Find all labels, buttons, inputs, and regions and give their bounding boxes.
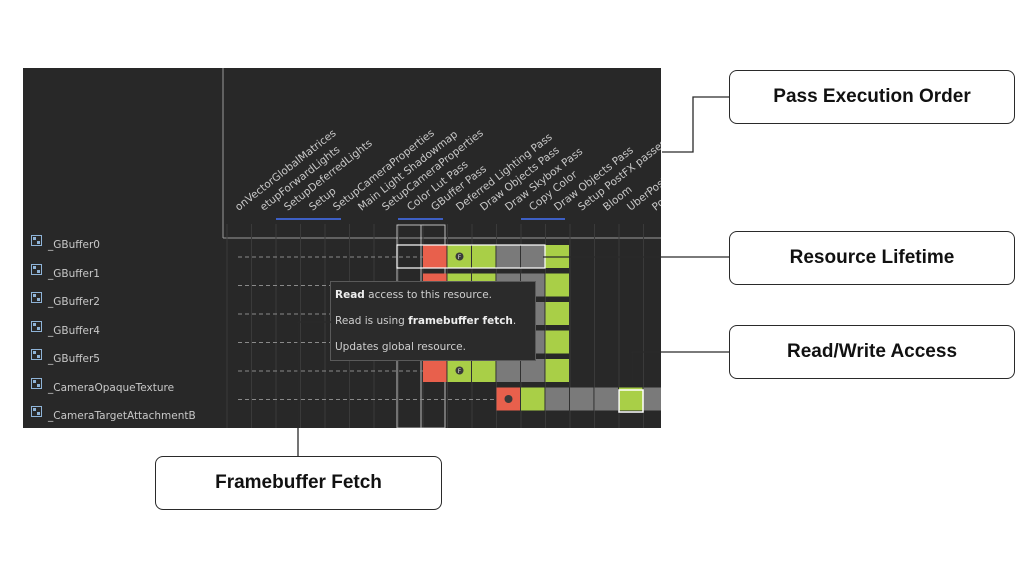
fetch-glyph: F (458, 368, 462, 375)
access-cell-read (545, 359, 569, 382)
texture-icon (31, 235, 42, 251)
texture-icon (31, 320, 42, 336)
fetch-glyph: F (458, 254, 462, 261)
access-cell-read (521, 387, 545, 411)
resource-row[interactable]: _GBuffer5 (31, 349, 100, 369)
access-cell-unused (521, 359, 545, 382)
access-cell-read (545, 302, 569, 325)
access-cell-read (472, 359, 496, 382)
access-cell-read (472, 245, 496, 268)
global-icon (504, 395, 513, 403)
resource-name: _CameraTargetAttachmentB (48, 410, 196, 422)
resource-name: _CameraOpaqueTexture (48, 381, 175, 394)
resource-name: _GBuffer0 (48, 239, 100, 251)
access-cell-read (619, 387, 643, 411)
resource-name: _GBuffer5 (48, 353, 100, 365)
access-cell-unused (545, 387, 569, 411)
callout-pass-execution-order: Pass Execution Order (729, 70, 1015, 124)
access-cell-read (545, 330, 569, 354)
connector-readwrite (631, 351, 729, 381)
access-cell-unused (521, 245, 545, 268)
access-cell-write (423, 245, 447, 268)
access-cell-write (423, 359, 447, 382)
texture-icon (31, 377, 42, 393)
resource-name: _GBuffer4 (48, 324, 100, 337)
access-tooltip: Read access to this resource. Read is us… (330, 281, 536, 361)
texture-icon (31, 263, 42, 279)
texture-icon (31, 292, 42, 308)
access-cell-unused (643, 387, 661, 411)
resource-row[interactable]: _CameraOpaqueTexture (31, 377, 175, 398)
resource-name: _GBuffer2 (48, 296, 100, 308)
callout-read-write-access: Read/Write Access (729, 325, 1015, 379)
texture-icon (31, 349, 42, 365)
access-cell-unused (570, 387, 594, 411)
tooltip-line-fetch: Read is using framebuffer fetch. (335, 315, 517, 327)
resource-row[interactable]: _GBuffer2 (31, 292, 100, 312)
connector-pass-order (662, 96, 729, 153)
callout-framebuffer-fetch: Framebuffer Fetch (155, 456, 442, 510)
access-cell-unused (496, 245, 520, 268)
access-cell-unused (594, 387, 618, 411)
resource-row[interactable]: _GBuffer1 (31, 263, 100, 284)
callout-resource-lifetime: Resource Lifetime (729, 231, 1015, 285)
fetch-icon (455, 252, 464, 261)
texture-icon (31, 406, 42, 422)
access-cell-read (545, 273, 569, 297)
resource-row[interactable]: _CameraTargetAttachmentB (31, 406, 196, 426)
connector-fetch (297, 321, 332, 456)
access-cell-unused (496, 359, 520, 382)
resource-row[interactable]: _GBuffer0 (31, 235, 100, 255)
tooltip-line-access: Read access to this resource. (335, 289, 492, 301)
resource-name: _GBuffer1 (48, 267, 100, 280)
highlight-read-cell (618, 389, 644, 413)
fetch-icon (455, 366, 464, 375)
tooltip-line-global: Updates global resource. (335, 341, 466, 353)
resource-row[interactable]: _GBuffer4 (31, 320, 100, 341)
